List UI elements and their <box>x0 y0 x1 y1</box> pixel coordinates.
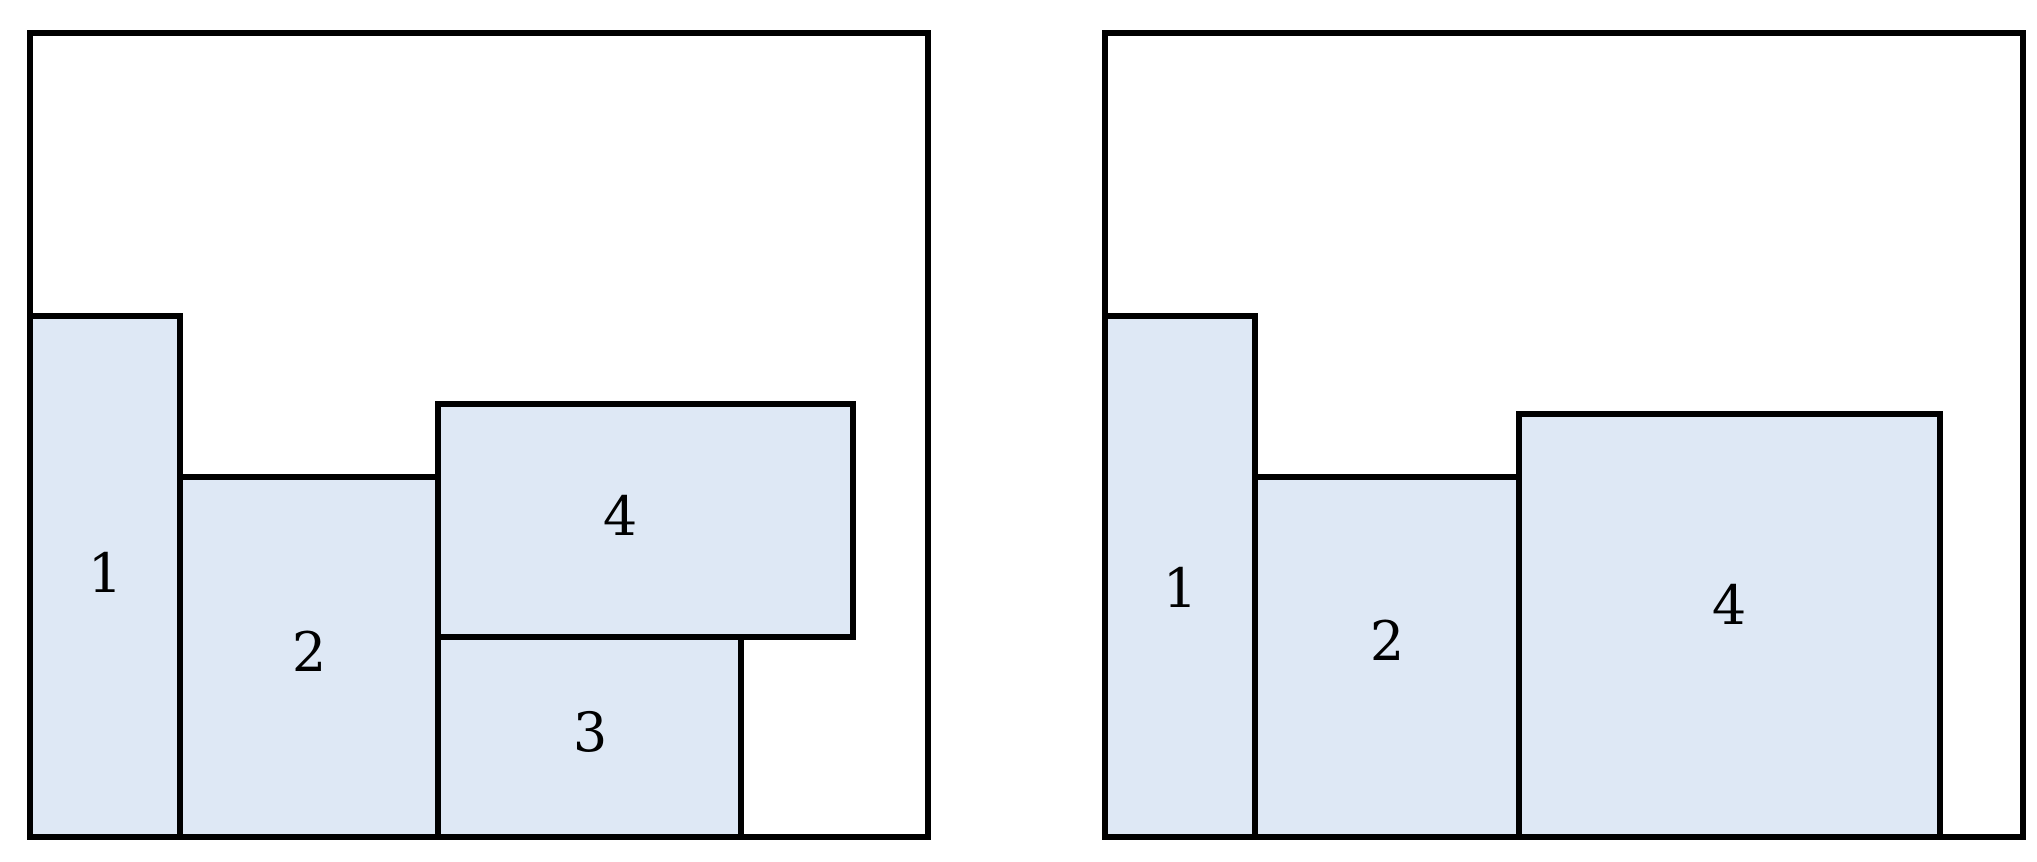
right-item-2-label: 2 <box>1370 610 1404 673</box>
left-item-4-rect[interactable] <box>435 401 856 640</box>
left-item-1-label: 1 <box>88 542 122 605</box>
right-item-4-label: 4 <box>1712 574 1746 637</box>
right-panel: 1 2 4 <box>1102 30 2026 840</box>
right-item-2-rect[interactable] <box>1252 474 1522 840</box>
right-item-1-rect[interactable] <box>1102 313 1258 840</box>
right-item-1-label: 1 <box>1163 557 1197 620</box>
left-item-2-label: 2 <box>292 621 326 684</box>
left-item-1-rect[interactable] <box>27 313 183 840</box>
left-item-3-label: 3 <box>573 701 607 764</box>
right-item-4-rect[interactable] <box>1516 411 1943 840</box>
left-item-4-label: 4 <box>603 485 637 548</box>
left-panel: 1 2 3 4 <box>27 30 931 840</box>
left-item-2-rect[interactable] <box>177 474 441 840</box>
